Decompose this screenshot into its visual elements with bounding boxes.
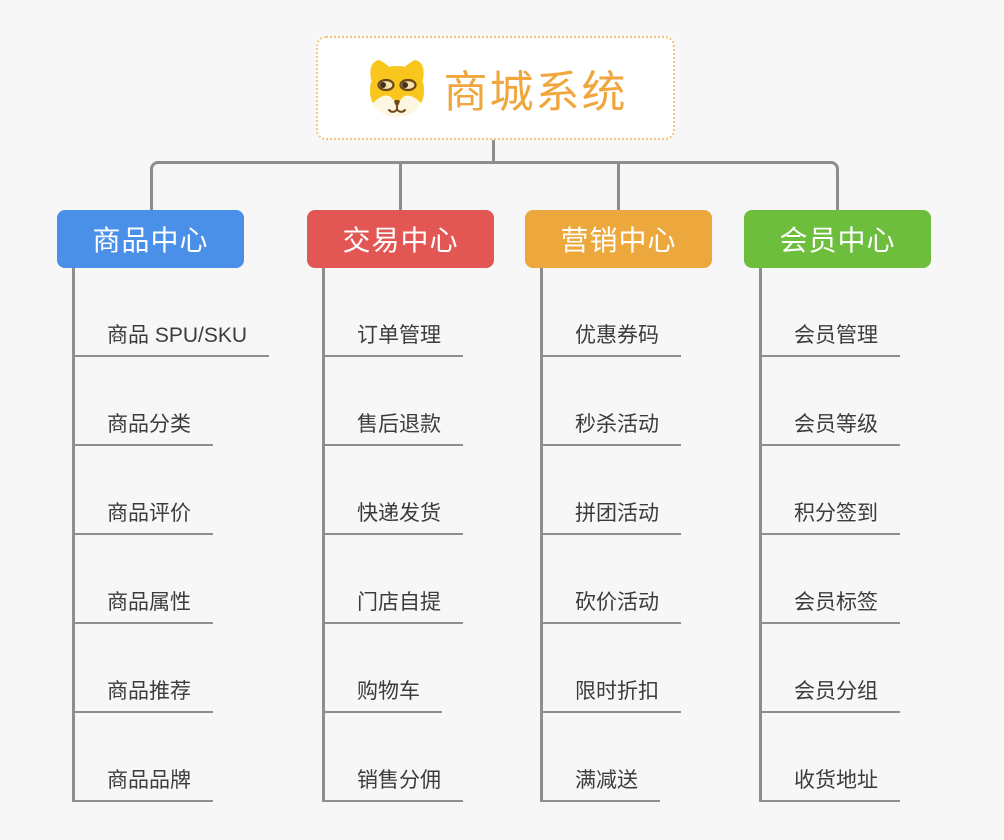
branch-list-trade-center: 订单管理 售后退款 快递发货 门店自提 购物车 销售分佣: [322, 268, 463, 802]
list-item[interactable]: 快递发货: [325, 501, 463, 535]
list-item[interactable]: 会员分组: [762, 679, 900, 713]
branch-list-marketing-center: 优惠券码 秒杀活动 拼团活动 砍价活动 限时折扣 满减送: [540, 268, 681, 802]
list-item[interactable]: 限时折扣: [543, 679, 681, 713]
branch-box-marketing-center[interactable]: 营销中心: [525, 210, 712, 268]
connector-corner-right: [815, 161, 839, 210]
list-item[interactable]: 售后退款: [325, 412, 463, 446]
list-item[interactable]: 商品分类: [75, 412, 213, 446]
list-item[interactable]: 秒杀活动: [543, 412, 681, 446]
branch-box-trade-center[interactable]: 交易中心: [307, 210, 494, 268]
branch-box-member-center[interactable]: 会员中心: [744, 210, 931, 268]
list-item[interactable]: 商品推荐: [75, 679, 213, 713]
root-title: 商城系统: [443, 68, 628, 117]
list-item[interactable]: 购物车: [325, 679, 442, 713]
connector-drop-marketing: [617, 161, 620, 210]
connector-drop-trade: [399, 161, 402, 210]
list-item[interactable]: 商品 SPU/SKU: [75, 323, 270, 357]
branch-label: 会员中心: [779, 225, 896, 256]
list-item[interactable]: 砍价活动: [543, 590, 681, 624]
list-item[interactable]: 门店自提: [325, 590, 463, 624]
list-item[interactable]: 拼团活动: [543, 501, 681, 535]
list-item[interactable]: 会员等级: [762, 412, 900, 446]
list-item[interactable]: 满减送: [543, 768, 660, 802]
connector-corner-left: [150, 161, 174, 210]
root-node[interactable]: 商城系统: [316, 36, 675, 140]
dog-face-icon: [364, 58, 430, 118]
list-item[interactable]: 订单管理: [325, 323, 463, 357]
list-item[interactable]: 会员标签: [762, 590, 900, 624]
connector-horizontal: [170, 161, 818, 164]
connector-root-stem: [492, 140, 495, 163]
list-item[interactable]: 销售分佣: [325, 768, 463, 802]
list-item[interactable]: 收货地址: [762, 768, 900, 802]
branch-label: 营销中心: [560, 225, 677, 256]
list-item[interactable]: 积分签到: [762, 501, 900, 535]
branch-list-member-center: 会员管理 会员等级 积分签到 会员标签 会员分组 收货地址: [759, 268, 900, 802]
list-item[interactable]: 商品评价: [75, 501, 213, 535]
list-item[interactable]: 商品属性: [75, 590, 213, 624]
list-item[interactable]: 商品品牌: [75, 768, 213, 802]
branch-label: 商品中心: [92, 225, 209, 256]
branch-label: 交易中心: [342, 225, 459, 256]
list-item[interactable]: 会员管理: [762, 323, 900, 357]
branch-box-product-center[interactable]: 商品中心: [57, 210, 244, 268]
list-item[interactable]: 优惠券码: [543, 323, 681, 357]
branch-list-product-center: 商品 SPU/SKU 商品分类 商品评价 商品属性 商品推荐 商品品牌: [72, 268, 270, 802]
